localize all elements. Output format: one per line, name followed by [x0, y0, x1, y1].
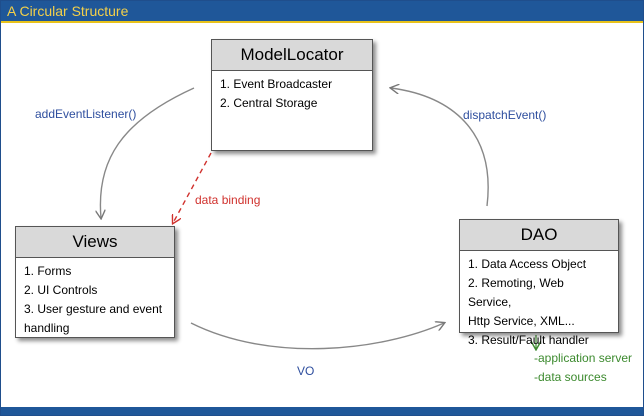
edge-data-binding	[173, 152, 212, 223]
title-bar: A Circular Structure	[1, 1, 643, 23]
node-views-title: Views	[16, 227, 174, 258]
list-item: Http Service, XML...	[468, 314, 575, 328]
node-dao: DAO 1. Data Access Object 2. Remoting, W…	[459, 219, 619, 347]
label-vo: VO	[297, 364, 315, 378]
list-item: 1. Forms	[24, 264, 72, 278]
note-data-sources: -data sources	[534, 370, 607, 384]
bottom-bar	[1, 407, 643, 415]
list-item: 1. Event Broadcaster	[220, 77, 333, 91]
note-application-server: -application server	[534, 351, 633, 365]
edge-add-event-listener	[100, 87, 195, 218]
label-data-binding: data binding	[195, 193, 261, 207]
node-dao-title: DAO	[460, 220, 618, 251]
node-views-items: 1. Forms 2. UI Controls 3. User gesture …	[16, 258, 174, 338]
list-item: 3. Result/Fault handler	[468, 333, 589, 347]
list-item: 3. User gesture and event	[24, 302, 163, 316]
list-item: 2. UI Controls	[24, 283, 98, 297]
node-dao-items: 1. Data Access Object 2. Remoting, Web S…	[460, 251, 618, 350]
node-modellocator-title: ModelLocator	[212, 40, 372, 71]
diagram-title: A Circular Structure	[7, 3, 129, 19]
node-modellocator: ModelLocator 1. Event Broadcaster 2. Cen…	[211, 39, 373, 151]
label-add-event-listener: addEventListener()	[35, 107, 137, 121]
list-item: 2. Remoting, Web Service,	[468, 276, 564, 309]
list-item: 1. Data Access Object	[468, 257, 587, 271]
edge-dispatch-event	[391, 88, 489, 207]
label-dispatch-event: dispatchEvent()	[463, 108, 547, 122]
edge-vo	[190, 323, 444, 350]
node-views: Views 1. Forms 2. UI Controls 3. User ge…	[15, 226, 175, 338]
list-item: 2. Central Storage	[220, 96, 318, 110]
node-modellocator-items: 1. Event Broadcaster 2. Central Storage	[212, 71, 372, 113]
list-item: handling	[24, 321, 70, 335]
